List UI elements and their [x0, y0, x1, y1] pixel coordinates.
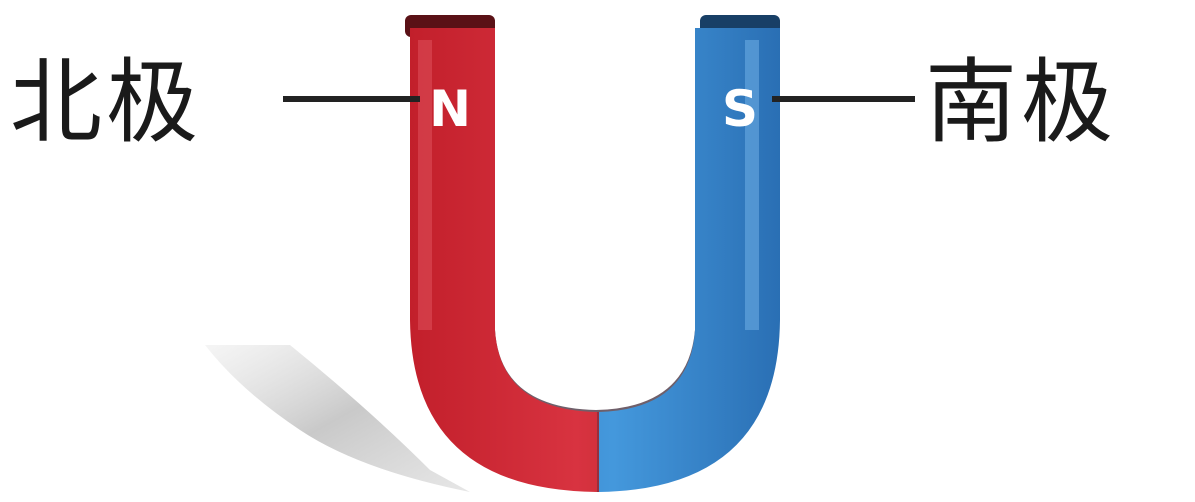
north-pole-label: 北极 [10, 49, 203, 156]
south-pole-body [599, 28, 780, 492]
north-pole-letter: N [429, 80, 471, 138]
north-arm-highlight [418, 40, 432, 330]
north-pole-body [410, 28, 599, 492]
magnet-shadow [205, 345, 470, 492]
south-arm-highlight [745, 40, 759, 330]
south-pole-label: 南极 [925, 49, 1118, 156]
south-pole-letter: S [722, 80, 758, 138]
